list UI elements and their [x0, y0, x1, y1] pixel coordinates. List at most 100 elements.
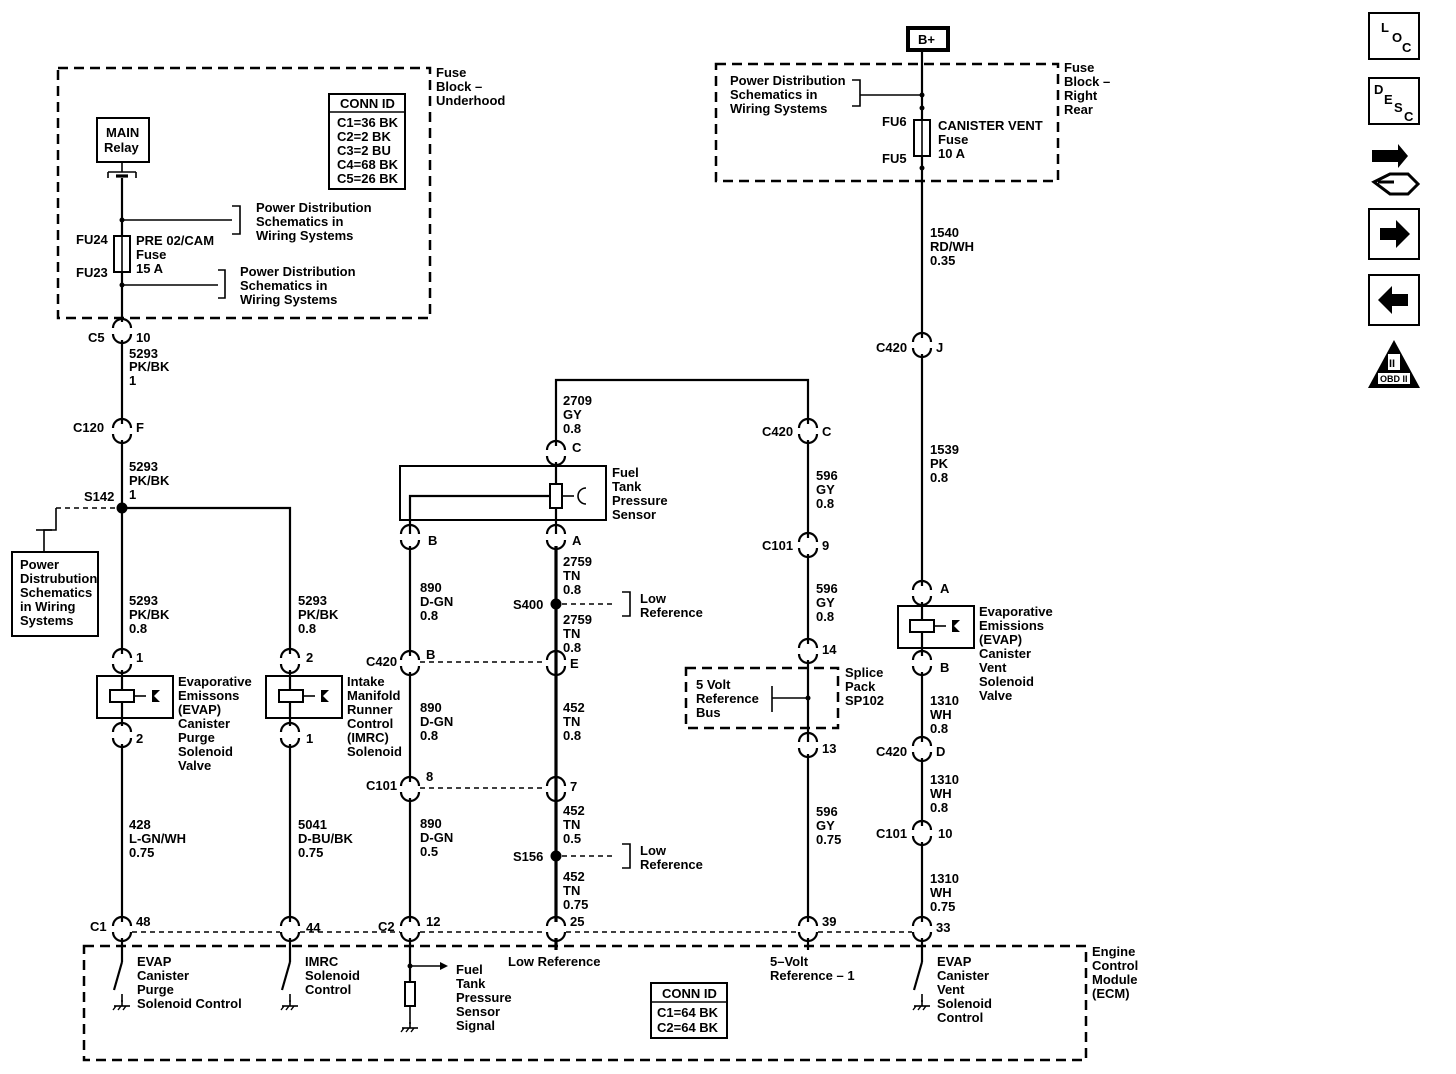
svg-text:33: 33: [936, 920, 950, 935]
svg-text:890: 890: [420, 700, 442, 715]
svg-text:5293: 5293: [129, 459, 158, 474]
svg-text:1310: 1310: [930, 871, 959, 886]
svg-text:D-GN: D-GN: [420, 830, 453, 845]
imrc-solenoid: [265, 670, 343, 726]
svg-text:PK: PK: [930, 456, 949, 471]
svg-text:Solenoid Control: Solenoid Control: [137, 996, 242, 1011]
svg-text:Reference: Reference: [640, 857, 703, 872]
wire-label-428: 428 L-GN/WH 0.75: [129, 817, 186, 860]
svg-text:E: E: [1384, 92, 1393, 107]
svg-text:Intake: Intake: [347, 674, 385, 689]
connector-tool-icon[interactable]: [1371, 144, 1421, 196]
svg-text:J: J: [936, 340, 943, 355]
pds-reference-left: Power Distrubution Schematics in Wiring …: [11, 551, 99, 637]
next-page-button[interactable]: [1368, 208, 1420, 260]
svg-text:Reference: Reference: [696, 691, 759, 706]
svg-text:Vent: Vent: [979, 660, 1007, 675]
wire-label-596-b: 596 GY 0.8: [816, 581, 838, 624]
svg-text:TN: TN: [563, 626, 580, 641]
svg-text:C: C: [572, 440, 582, 455]
svg-text:GY: GY: [816, 482, 835, 497]
low-reference-1: Low Reference: [640, 591, 703, 620]
svg-text:5293: 5293: [298, 593, 327, 608]
svg-text:L: L: [1381, 20, 1389, 35]
svg-text:II: II: [1389, 358, 1395, 370]
svg-text:428: 428: [129, 817, 151, 832]
ecm-conn-id-table: CONN ID C1=64 BK C2=64 BK: [650, 982, 728, 1039]
svg-text:PK/BK: PK/BK: [298, 607, 339, 622]
svg-text:Purge: Purge: [137, 982, 174, 997]
svg-text:Power: Power: [20, 557, 59, 572]
svg-text:C2: C2: [378, 919, 395, 934]
svg-text:D-GN: D-GN: [420, 714, 453, 729]
low-reference-2: Low Reference: [640, 843, 703, 872]
svg-text:C: C: [1402, 40, 1412, 55]
svg-text:0.8: 0.8: [930, 470, 948, 485]
svg-text:596: 596: [816, 581, 838, 596]
svg-text:0.8: 0.8: [930, 800, 948, 815]
svg-text:1310: 1310: [930, 693, 959, 708]
svg-text:GY: GY: [816, 818, 835, 833]
svg-text:C3=2 BU: C3=2 BU: [337, 143, 391, 158]
svg-text:E: E: [570, 656, 579, 671]
svg-text:Fuse: Fuse: [436, 65, 466, 80]
svg-text:FU24: FU24: [76, 232, 109, 247]
pds-reference-rear: Power Distribution Schematics in Wiring …: [730, 73, 925, 116]
svg-text:Purge: Purge: [178, 730, 215, 745]
svg-text:Underhood: Underhood: [436, 93, 505, 108]
svg-text:Valve: Valve: [178, 758, 211, 773]
svg-text:0.8: 0.8: [420, 728, 438, 743]
location-button[interactable]: L O C: [1368, 12, 1420, 60]
underhood-conn-id-table: CONN ID C1=36 BK C2=2 BK C3=2 BU C4=68 B…: [328, 93, 406, 190]
svg-text:(ECM): (ECM): [1092, 986, 1130, 1001]
svg-text:1310: 1310: [930, 772, 959, 787]
wire-label-1540: 1540 RD/WH 0.35: [930, 225, 974, 268]
svg-text:0.8: 0.8: [563, 421, 581, 436]
svg-text:Distrubution: Distrubution: [20, 571, 97, 586]
connector-c5: [111, 317, 133, 345]
svg-text:PK/BK: PK/BK: [129, 359, 170, 374]
canister-vent-fuse: FU6 FU5 CANISTER VENT Fuse 10 A: [882, 105, 1043, 171]
purge-control-driver: EVAP Canister Purge Solenoid Control: [112, 938, 242, 1011]
svg-text:RD/WH: RD/WH: [930, 239, 974, 254]
svg-text:2709: 2709: [563, 393, 592, 408]
obd-ii-badge[interactable]: II OBD II: [1368, 340, 1420, 388]
ecm-outline: [82, 944, 1088, 1062]
ecm-5v-reference: 5–Volt Reference – 1: [770, 954, 855, 983]
svg-text:Schematics: Schematics: [20, 585, 92, 600]
svg-text:C1: C1: [90, 919, 107, 934]
svg-text:Emissions: Emissions: [979, 618, 1044, 633]
svg-text:Control: Control: [937, 1010, 983, 1025]
reference-bus-label: 5 Volt Reference Bus: [696, 677, 759, 720]
fuse-block-rear-title: Fuse Block – Right Rear: [1064, 60, 1110, 117]
svg-text:0.8: 0.8: [816, 609, 834, 624]
description-button[interactable]: D E S C: [1368, 77, 1420, 125]
svg-text:2: 2: [136, 731, 143, 746]
fuse-block-underhood-title: Fuse Block – Underhood: [436, 65, 505, 108]
svg-text:(IMRC): (IMRC): [347, 730, 389, 745]
previous-page-button[interactable]: [1368, 274, 1420, 326]
fuel-tank-pressure-sensor-label: Fuel Tank Pressure Sensor: [612, 465, 668, 522]
svg-text:Canister: Canister: [937, 968, 989, 983]
svg-text:Bus: Bus: [696, 705, 721, 720]
svg-text:0.75: 0.75: [298, 845, 323, 860]
pre02-cam-fuse: FU24 FU23 PRE 02/CAM Fuse 15 A: [76, 232, 214, 280]
svg-text:Pressure: Pressure: [456, 990, 512, 1005]
svg-text:Canister: Canister: [979, 646, 1031, 661]
arrow-right-icon: [1380, 220, 1410, 248]
wire-2709: [554, 378, 810, 446]
svg-text:TN: TN: [563, 714, 580, 729]
svg-text:Emissons: Emissons: [178, 688, 239, 703]
svg-text:EVAP: EVAP: [137, 954, 172, 969]
svg-text:Reference – 1: Reference – 1: [770, 968, 855, 983]
svg-text:Fuse: Fuse: [1064, 60, 1094, 75]
svg-text:A: A: [572, 533, 582, 548]
svg-text:Fuel: Fuel: [612, 465, 639, 480]
svg-text:TN: TN: [563, 883, 580, 898]
svg-text:D: D: [936, 744, 945, 759]
svg-text:0.8: 0.8: [298, 621, 316, 636]
svg-text:CONN ID: CONN ID: [662, 986, 717, 1001]
svg-text:Canister: Canister: [137, 968, 189, 983]
svg-text:B: B: [940, 660, 949, 675]
